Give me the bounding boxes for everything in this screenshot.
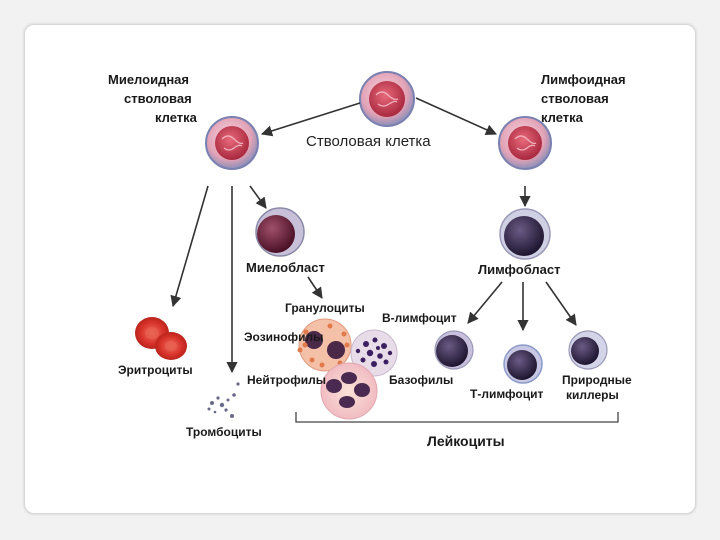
lymphoid-label-1: Лимфоидная <box>541 72 626 87</box>
erythrocyte-cells <box>135 317 187 360</box>
arrow-to-lymphoid <box>415 97 498 135</box>
arrow-to-b-lymphocyte <box>467 281 503 324</box>
leukocytes-label: Лейкоциты <box>427 433 505 449</box>
myeloid-label-1: Миелоидная <box>108 72 189 87</box>
myeloid-stem-cell <box>205 116 259 170</box>
t-lymphocyte-cell <box>503 344 543 384</box>
neutrophil-cell <box>320 362 378 420</box>
myeloblast-label: Миелобласт <box>246 260 325 275</box>
platelets-label: Тромбоциты <box>186 425 262 439</box>
lymphoid-label-3: клетка <box>541 110 584 125</box>
arrow-to-myeloblast <box>249 185 267 209</box>
arrow-to-granulocytes <box>307 276 323 299</box>
neutrophils-label: Нейтрофилы <box>247 373 326 387</box>
b-lymphocyte-cell <box>434 330 474 370</box>
stem-cell <box>359 71 415 127</box>
lymphoblast-cell <box>499 208 551 260</box>
stem-cell-label: Стволовая клетка <box>306 133 431 150</box>
arrow-to-nk-cells <box>545 281 577 326</box>
lymphoblast-label: Лимфобласт <box>478 262 561 277</box>
myeloid-label-2: стволовая <box>124 91 192 106</box>
platelet-cells <box>207 382 240 418</box>
nk-cell <box>568 330 608 370</box>
nk-cells-label-2: киллеры <box>566 388 619 402</box>
basophils-label: Базофилы <box>389 373 453 387</box>
lymphoid-label-2: стволовая <box>541 91 609 106</box>
eosinophils-label: Эозинофилы <box>244 330 323 344</box>
basophil-cell <box>350 329 398 377</box>
myeloid-label-3: клетка <box>155 110 198 125</box>
leukocytes-bracket <box>295 412 619 423</box>
lymphoid-stem-cell <box>498 116 552 170</box>
arrow-to-myeloid <box>260 102 361 137</box>
myeloblast-cell <box>255 207 305 257</box>
nk-cells-label-1: Природные <box>562 373 632 387</box>
b-lymphocyte-label: В-лимфоцит <box>382 311 457 325</box>
erythrocytes-label: Эритроциты <box>118 363 193 377</box>
t-lymphocyte-label: Т-лимфоцит <box>470 387 543 401</box>
arrow-to-erythrocytes <box>170 185 209 308</box>
granulocytes-label: Гранулоциты <box>285 301 365 315</box>
